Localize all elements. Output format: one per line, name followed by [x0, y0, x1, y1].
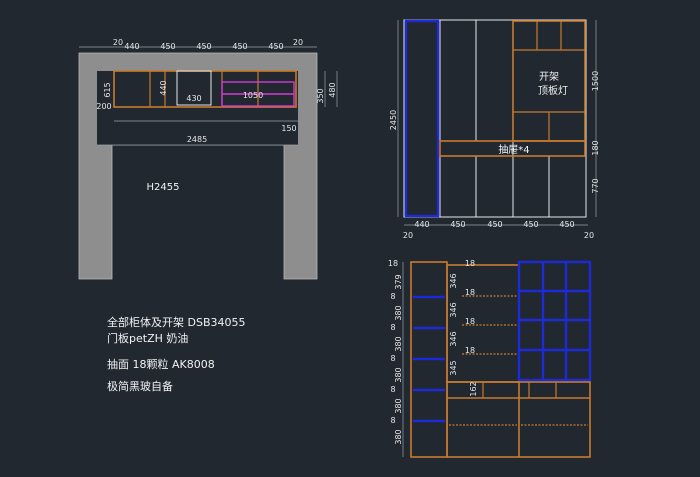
sec-shelf-18b: 18	[465, 288, 475, 297]
sec-shelf-18a: 18	[465, 259, 475, 268]
section-view: 18 379 8 380 8 380 8 380 8 380 8 380 346…	[388, 259, 592, 458]
plan-dim-200: 200	[96, 102, 111, 111]
plan-dim-350: 350	[316, 88, 325, 103]
sec-dim-345: 345	[449, 360, 458, 375]
sec-dim-380e: 380	[394, 429, 403, 444]
elevation-outline	[403, 19, 587, 218]
sec-dim-379: 379	[394, 274, 403, 289]
note-line-1: 全部柜体及开架 DSB34055	[107, 315, 246, 329]
plan-view: 20 440 450 450 450 450 20 615 200 440 43…	[78, 38, 338, 280]
plan-dim-20-right: 20	[293, 38, 303, 47]
open-shelf-label: 开架	[539, 71, 559, 83]
drawer-label: 抽屉*4	[498, 143, 529, 156]
elev-dim-450c: 450	[523, 220, 538, 229]
elev-dim-450d: 450	[559, 220, 574, 229]
plan-height-label: H2455	[147, 182, 180, 193]
elevation-dim-770: 770	[591, 178, 600, 193]
plan-dim-1050: 1050	[243, 91, 263, 100]
sec-dim-380b: 380	[394, 336, 403, 351]
sec-dim-18: 18	[388, 259, 398, 268]
elevation-dim-180: 180	[591, 140, 600, 155]
elev-dim-440: 440	[414, 220, 429, 229]
note-line-4: 极简黑玻自备	[107, 379, 173, 393]
sec-dim-346b: 346	[449, 302, 458, 317]
sec-dim-346c: 346	[449, 331, 458, 346]
plan-dim-150: 150	[281, 124, 296, 133]
plan-dim-20-left: 20	[113, 38, 123, 47]
ceiling-light-label: 顶板灯	[538, 84, 568, 97]
plan-dim-430: 430	[186, 94, 201, 103]
sec-dim-8b: 8	[390, 323, 395, 332]
material-notes: 全部柜体及开架 DSB34055 门板petZH 奶油 抽面 18颗粒 AK80…	[107, 315, 246, 393]
elevation-drawer-band	[439, 140, 586, 157]
plan-dim-450d: 450	[268, 42, 283, 51]
plan-niche	[176, 70, 212, 106]
elevation-dim-1500: 1500	[591, 71, 600, 91]
plan-dim-615: 615	[103, 82, 112, 97]
sec-dim-162: 162	[469, 381, 478, 396]
sec-dim-8a: 8	[390, 292, 395, 301]
sec-shelf-18c: 18	[465, 317, 475, 326]
elevation-blue-column	[404, 19, 440, 218]
sec-dim-346a: 346	[449, 273, 458, 288]
elevation-dim-2450: 2450	[389, 110, 398, 130]
sec-dim-380a: 380	[394, 305, 403, 320]
note-line-2: 门板petZH 奶油	[107, 331, 188, 345]
plan-dim-2485: 2485	[187, 135, 207, 144]
sec-shelf-18d: 18	[465, 346, 475, 355]
elev-dim-450a: 450	[450, 220, 465, 229]
elev-dim-20-right: 20	[584, 231, 594, 240]
plan-dim-440-v: 440	[159, 80, 168, 95]
plan-recess	[97, 71, 298, 145]
plan-dim-480: 480	[328, 82, 337, 97]
sec-dim-8d: 8	[390, 385, 395, 394]
front-elevation: 开架 顶板灯 抽屉*4 2450 1500 180 770 20 440 450…	[389, 19, 600, 240]
plan-dim-450a: 450	[160, 42, 175, 51]
sec-dim-380d: 380	[394, 398, 403, 413]
elev-dim-20-left: 20	[403, 231, 413, 240]
sec-dim-8c: 8	[390, 354, 395, 363]
sec-dim-380c: 380	[394, 367, 403, 382]
sec-dim-8e: 8	[390, 416, 395, 425]
plan-dim-440: 440	[124, 42, 139, 51]
note-line-3: 抽面 18颗粒 AK8008	[107, 357, 215, 371]
elev-dim-450b: 450	[487, 220, 502, 229]
plan-dim-450b: 450	[196, 42, 211, 51]
plan-dim-450c: 450	[232, 42, 247, 51]
